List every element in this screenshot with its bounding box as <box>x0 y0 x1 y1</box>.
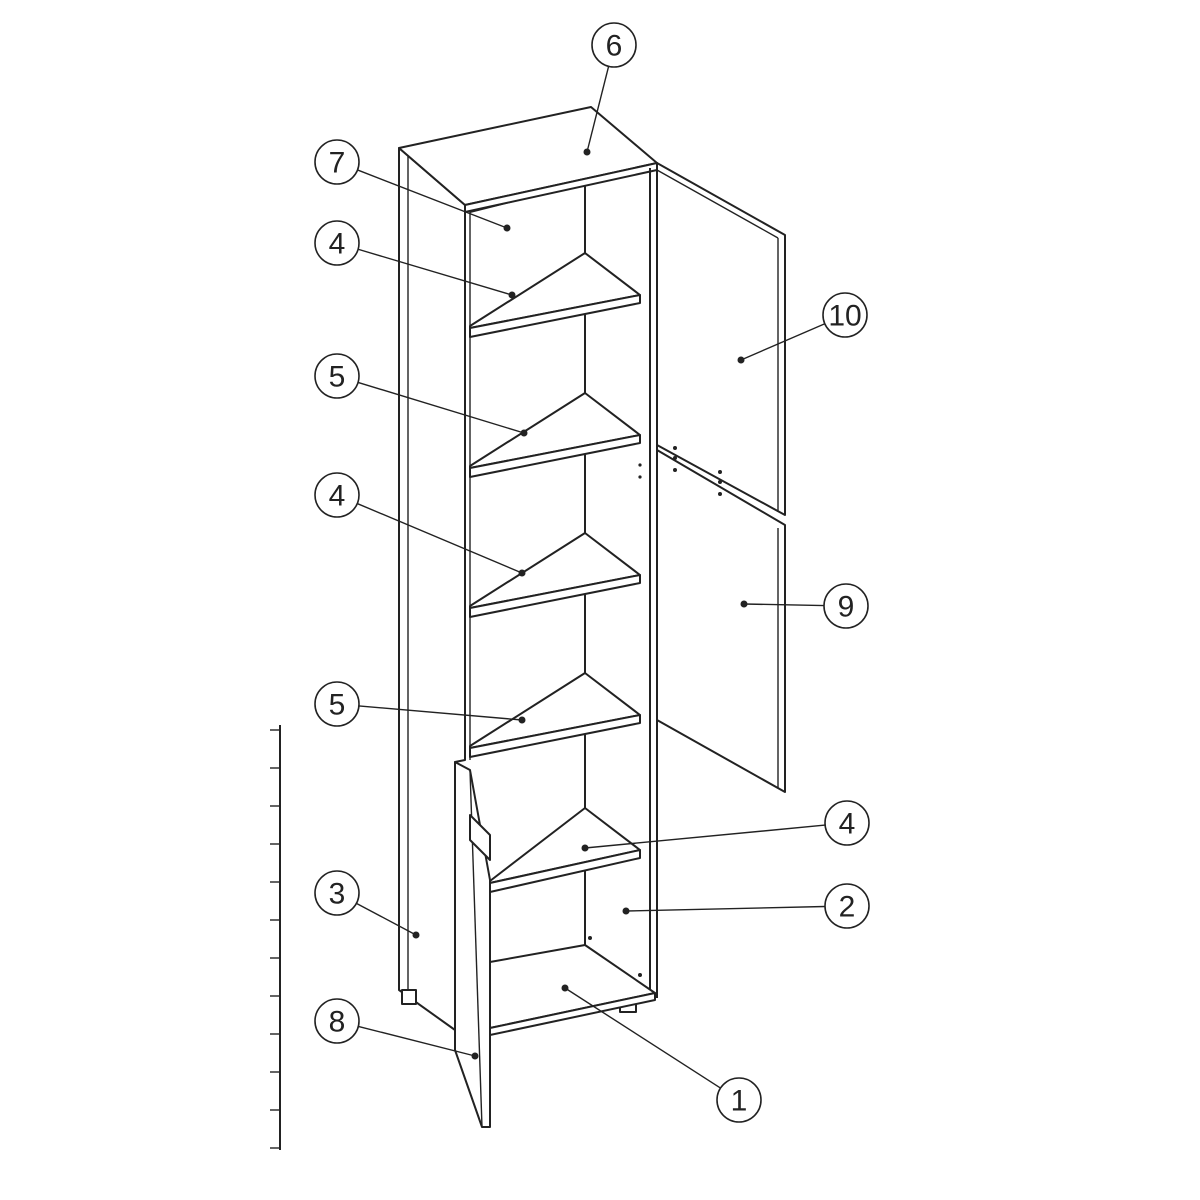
callout-label: 6 <box>606 30 623 63</box>
lower-door <box>454 761 491 1128</box>
callout-circle <box>314 998 360 1044</box>
leader-line <box>356 502 523 574</box>
shelf <box>469 672 641 758</box>
leader-line <box>358 705 523 721</box>
leader-dot <box>412 931 420 939</box>
callout-circle <box>716 1077 762 1123</box>
shelves <box>469 252 641 893</box>
leader-dot <box>520 429 528 437</box>
callout-label: 4 <box>329 480 346 513</box>
callout-label: 7 <box>329 147 346 180</box>
callout-label: 9 <box>838 591 855 624</box>
shelf <box>469 252 641 338</box>
callout-4: 4 <box>314 472 526 577</box>
callout-circle <box>591 22 637 68</box>
hinge-marks <box>588 446 722 977</box>
callout-label: 8 <box>329 1006 346 1039</box>
leader-line <box>743 603 825 607</box>
leader-line <box>586 66 610 153</box>
callout-5: 5 <box>314 353 528 437</box>
callout-label: 5 <box>329 361 346 394</box>
callout-1: 1 <box>561 984 762 1123</box>
leader-dot <box>737 356 745 364</box>
leader-line <box>357 169 508 229</box>
leader-dot <box>583 148 591 156</box>
scale-ruler <box>270 725 281 1150</box>
leader-line <box>358 1025 476 1057</box>
callout-8: 8 <box>314 998 479 1060</box>
leader-dot <box>581 844 589 852</box>
leader-dot <box>518 716 526 724</box>
callout-label: 2 <box>839 891 856 924</box>
callout-4: 4 <box>314 220 516 299</box>
callout-label: 1 <box>731 1085 748 1118</box>
bottom-panel <box>489 944 656 1036</box>
callout-circle <box>314 220 360 266</box>
callout-9: 9 <box>740 583 869 629</box>
leader-line <box>357 381 525 434</box>
callout-6: 6 <box>583 22 637 156</box>
middle-door <box>656 449 786 793</box>
callout-circle <box>822 292 868 338</box>
leader-line <box>625 905 826 912</box>
callout-label: 5 <box>329 689 346 722</box>
shelf <box>469 532 641 618</box>
leader-dot <box>561 984 569 992</box>
leader-line <box>740 323 826 361</box>
callout-label: 10 <box>828 300 861 333</box>
callout-circle <box>314 353 360 399</box>
callout-circle <box>314 472 360 518</box>
leader-dot <box>622 907 630 915</box>
callout-label: 4 <box>329 228 346 261</box>
callout-circle <box>314 139 360 185</box>
callouts: 6 7 4 10 5 4 9 5 4 3 2 8 1 <box>314 22 870 1123</box>
callout-5: 5 <box>314 681 526 727</box>
callout-circle <box>314 681 360 727</box>
callout-2: 2 <box>622 883 870 929</box>
leader-line <box>584 824 826 849</box>
leader-dot <box>503 224 511 232</box>
callout-label: 3 <box>329 878 346 911</box>
leader-dot <box>740 600 748 608</box>
callout-4: 4 <box>581 800 870 852</box>
callout-circle <box>823 583 869 629</box>
callout-7: 7 <box>314 139 511 232</box>
leader-dot <box>508 291 516 299</box>
callout-circle <box>824 883 870 929</box>
callout-circle <box>824 800 870 846</box>
shelf <box>469 392 641 478</box>
callout-10: 10 <box>737 292 868 364</box>
shelf <box>489 807 641 893</box>
upper-door <box>656 162 786 516</box>
leader-line <box>356 902 417 936</box>
callout-3: 3 <box>314 870 420 939</box>
leader-dot <box>518 569 526 577</box>
callout-label: 4 <box>839 808 856 841</box>
leader-line <box>357 248 513 296</box>
leader-dot <box>471 1052 479 1060</box>
leader-line <box>564 987 721 1089</box>
callout-circle <box>314 870 360 916</box>
